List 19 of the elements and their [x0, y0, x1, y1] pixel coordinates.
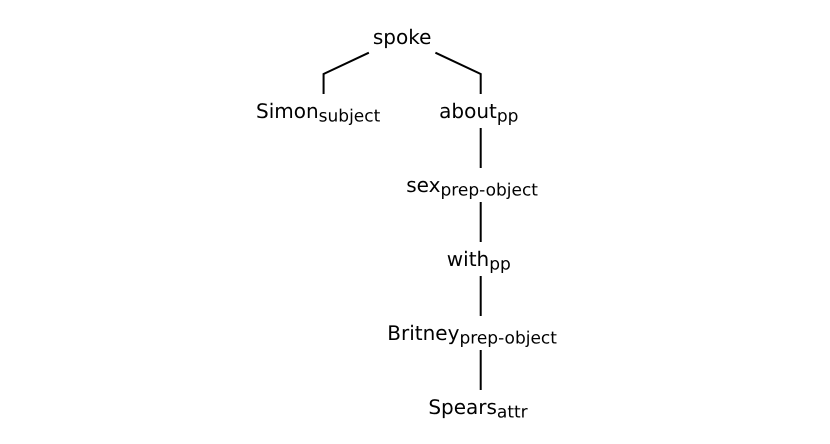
connector [480, 128, 482, 168]
node-label: attr [496, 402, 528, 422]
node-label: prep-object [440, 180, 538, 200]
node-text: sex [406, 172, 440, 197]
node-text: Spears [428, 394, 497, 419]
node-text: Britney [387, 320, 460, 345]
node-text: about [439, 98, 497, 123]
connector [480, 276, 482, 316]
connector [322, 52, 370, 94]
node-text: with [446, 246, 490, 271]
node-label: subject [318, 106, 380, 126]
node-label: pp [496, 106, 518, 126]
connector [434, 52, 482, 94]
node-text: spoke [372, 25, 432, 49]
connector [480, 202, 482, 242]
node-text: Simon [256, 98, 319, 123]
node-label: pp [489, 254, 511, 274]
node-label: prep-object [459, 328, 557, 348]
connector [480, 350, 482, 390]
